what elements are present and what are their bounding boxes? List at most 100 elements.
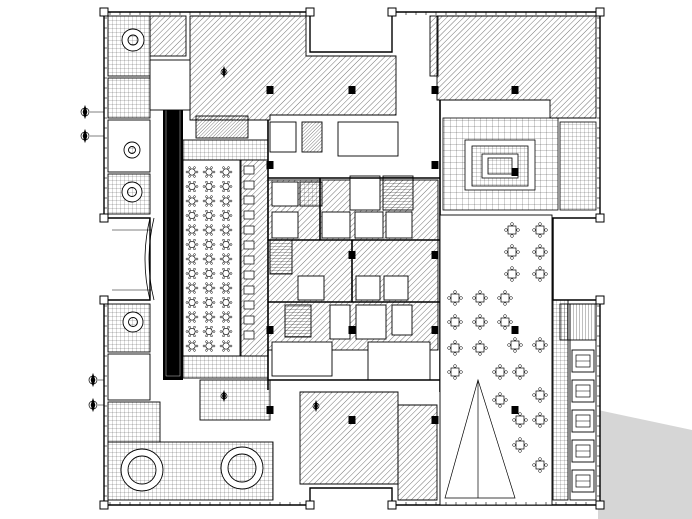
dining-table xyxy=(185,195,199,207)
drop-shadow xyxy=(598,410,692,519)
booth-seat xyxy=(243,315,255,325)
structural-column-icon xyxy=(348,326,356,334)
restaurant-table xyxy=(532,457,548,473)
restaurant-table xyxy=(532,412,548,428)
restaurant-table xyxy=(447,364,463,380)
dining-table xyxy=(185,267,199,280)
dining-table xyxy=(185,209,199,222)
dining-table xyxy=(185,282,199,294)
corner-bays xyxy=(99,7,605,510)
dining-table xyxy=(219,238,233,251)
dining-tables xyxy=(185,165,255,352)
room-top-left-hall xyxy=(189,15,397,121)
booth-seat xyxy=(243,180,255,190)
structural-column-icon xyxy=(431,251,439,259)
tiled-lobby xyxy=(442,117,597,211)
dining-table xyxy=(185,340,199,352)
structural-column-icon xyxy=(348,86,356,94)
restaurant-table xyxy=(497,290,513,306)
compass-rose-icon xyxy=(80,65,320,413)
wall-ticks xyxy=(104,12,600,505)
dimension-lines xyxy=(90,111,152,406)
restaurant-table xyxy=(532,337,548,353)
dining-table xyxy=(202,166,216,178)
dining-table xyxy=(185,311,199,323)
structural-column-icon xyxy=(511,168,519,176)
booth-alcove xyxy=(571,439,595,463)
structural-column-icon xyxy=(266,326,274,334)
structural-column-icon xyxy=(348,416,356,424)
dining-table xyxy=(185,224,199,236)
dining-table xyxy=(219,224,233,236)
dining-table xyxy=(219,253,233,265)
booth-seat xyxy=(243,330,255,340)
structural-column-icon xyxy=(511,406,519,414)
right-restaurant xyxy=(439,214,597,506)
structural-column-icon xyxy=(348,251,356,259)
dining-table xyxy=(202,238,216,251)
booth-seat xyxy=(243,165,255,175)
restaurant-table xyxy=(504,244,520,260)
restaurant-table xyxy=(447,290,463,306)
booth-seat xyxy=(243,240,255,250)
room-left-strip xyxy=(149,15,187,57)
dining-table xyxy=(202,267,216,280)
right-tables xyxy=(447,222,548,473)
restaurant-table xyxy=(472,340,488,356)
restaurant-table xyxy=(504,222,520,238)
restaurant-table xyxy=(532,244,548,260)
restaurant-table xyxy=(512,364,528,380)
structural-column-icon xyxy=(511,86,519,94)
booth-seat xyxy=(243,225,255,235)
structural-column-icon xyxy=(431,326,439,334)
structural-columns xyxy=(266,86,519,424)
booth-alcove xyxy=(571,379,595,403)
restaurant-table xyxy=(472,314,488,330)
booth-alcove xyxy=(571,469,595,493)
structural-column-icon xyxy=(266,86,274,94)
structural-column-icon xyxy=(266,161,274,169)
restaurant-table xyxy=(497,314,513,330)
booth-alcove xyxy=(571,409,595,433)
dining-table xyxy=(202,224,216,236)
restaurant-table xyxy=(512,437,528,453)
dining-table xyxy=(202,195,216,207)
round-tables-left xyxy=(120,28,264,492)
booth-seat xyxy=(243,255,255,265)
room-bottom-right xyxy=(397,404,438,501)
dining-table xyxy=(219,340,233,352)
dining-table xyxy=(219,166,233,178)
dining-table xyxy=(185,253,199,265)
dining-table xyxy=(219,180,233,193)
restaurant-table xyxy=(447,314,463,330)
dining-table xyxy=(219,267,233,280)
center-partitions xyxy=(269,121,431,381)
dining-table xyxy=(185,296,199,309)
right-booths xyxy=(571,349,595,493)
restaurant-table xyxy=(492,364,508,380)
booth-alcove xyxy=(571,349,595,373)
structural-column-icon xyxy=(266,406,274,414)
structural-column-icon xyxy=(431,86,439,94)
restaurant-table xyxy=(447,340,463,356)
booth-seat xyxy=(243,195,255,205)
dining-table xyxy=(219,195,233,207)
dining-table xyxy=(219,311,233,323)
dining-table xyxy=(219,325,233,338)
booth-seat xyxy=(243,300,255,310)
booth-seat xyxy=(243,285,255,295)
restaurant-table xyxy=(532,266,548,282)
booth-seat xyxy=(243,270,255,280)
dining-table xyxy=(202,340,216,352)
dining-table xyxy=(202,311,216,323)
restaurant-table xyxy=(532,387,548,403)
booth-seat xyxy=(243,210,255,220)
dining-table xyxy=(185,238,199,251)
dining-table xyxy=(202,282,216,294)
dining-table xyxy=(219,296,233,309)
restaurant-table xyxy=(492,392,508,408)
dining-table xyxy=(185,166,199,178)
dining-table xyxy=(202,325,216,338)
dining-table xyxy=(185,325,199,338)
